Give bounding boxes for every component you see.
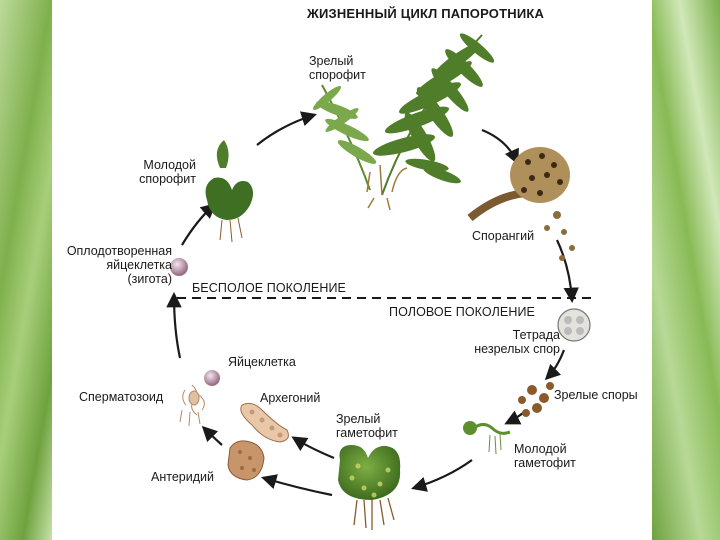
tetrad-illustration xyxy=(557,308,591,342)
cycle-arrows xyxy=(166,111,579,497)
zygote-illustration xyxy=(170,258,188,276)
label-sporangium: Спорангий xyxy=(472,229,535,243)
label-young-sporophyte: Молодой спорофит xyxy=(139,158,196,186)
mature-gametophyte-illustration xyxy=(338,445,401,530)
young-gametophyte-illustration xyxy=(463,421,511,455)
young-sporophyte-illustration xyxy=(205,140,254,243)
sporangium-illustration xyxy=(467,147,575,261)
label-antheridium: Антеридий xyxy=(151,470,214,484)
diagram-title: ЖИЗНЕННЫЙ ЦИКЛ ПАПОРОТНИКА xyxy=(307,6,545,21)
arrow-gametophyte-to-archegonium xyxy=(291,436,335,460)
arrow-sperm-to-zygote xyxy=(166,291,182,359)
arrow-young-to-mature-sporophyte xyxy=(256,111,317,146)
sperm-illustration xyxy=(179,384,205,427)
arrow-antheridium-to-sperm xyxy=(201,425,223,446)
mature-spores-illustration xyxy=(518,382,554,417)
label-archegonium: Архегоний xyxy=(260,391,321,405)
arrow-zygote-to-young-sporophyte xyxy=(181,202,217,246)
label-egg: Яйцеклетка xyxy=(228,355,296,369)
label-sexual-generation: ПОЛОВОЕ ПОКОЛЕНИЕ xyxy=(389,305,535,319)
label-mature-spores: Зрелые споры xyxy=(554,388,638,402)
label-sperm: Сперматозоид xyxy=(79,390,164,404)
diagram-panel: ЖИЗНЕННЫЙ ЦИКЛ ПАПОРОТНИКА Зрелый спороф… xyxy=(52,0,652,540)
archegonium-illustration xyxy=(240,402,289,443)
label-mature-gametophyte: Зрелый гаметофит xyxy=(336,412,398,440)
life-cycle-diagram xyxy=(166,33,597,530)
mature-sporophyte-illustration xyxy=(312,33,495,211)
label-mature-sporophyte: Зрелый спорофит xyxy=(309,54,366,82)
egg-cell-illustration xyxy=(204,370,220,386)
arrow-young-to-mature-gametophyte xyxy=(411,459,473,492)
arrow-sporophyte-to-sporangium xyxy=(481,128,519,165)
label-zygote: Оплодотворенная яйцеклетка (зигота) xyxy=(66,244,172,286)
grass-background-left xyxy=(0,0,52,540)
arrow-tetrad-to-spores xyxy=(544,349,566,381)
label-asexual-generation: БЕСПОЛОЕ ПОКОЛЕНИЕ xyxy=(192,281,346,295)
arrow-sporangium-to-tetrad xyxy=(556,239,579,304)
arrow-gametophyte-to-antheridium xyxy=(261,474,333,497)
label-tetrad: Тетрада незрелых спор xyxy=(474,328,560,356)
antheridium-illustration xyxy=(227,440,265,481)
grass-background-right xyxy=(652,0,720,540)
label-young-gametophyte: Молодой гаметофит xyxy=(514,442,576,470)
